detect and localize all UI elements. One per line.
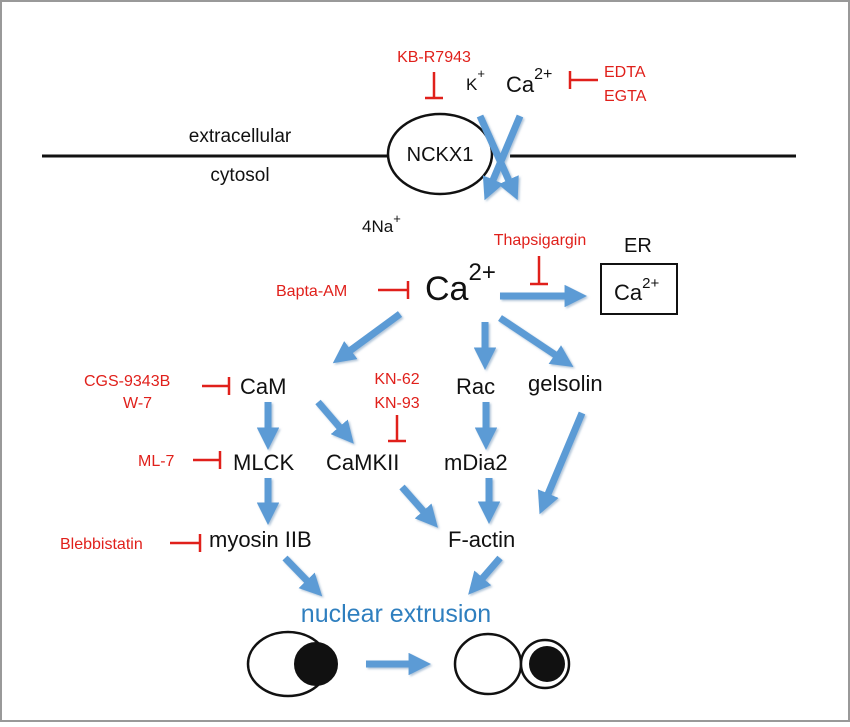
gelsolin-node: gelsolin (528, 371, 603, 396)
nckx1-label: NCKX1 (407, 144, 474, 166)
mlck-node: MLCK (233, 450, 294, 475)
arrow-ca-to-cam (332, 311, 403, 364)
ca-er-label: Ca2+ (614, 275, 659, 305)
k-ion-label: K+ (466, 66, 485, 94)
extracellular-label: extracellular (189, 126, 292, 147)
w-7-label: W-7 (123, 395, 152, 412)
arrow-myosin-to-extrusion (282, 555, 323, 597)
kn-62-label: KN-62 (374, 371, 419, 388)
blebbistatin-label: Blebbistatin (60, 536, 143, 553)
edta-egta-inhibition (568, 71, 598, 89)
ml-7-label: ML-7 (138, 453, 175, 470)
cgs-inhibition (202, 377, 231, 395)
k-ca-efflux-arrows (476, 114, 524, 201)
kb-r7943-inhibition (425, 72, 443, 100)
kn-93-label: KN-93 (374, 395, 419, 412)
myosin-iib-node: myosin IIB (209, 527, 312, 552)
cell-after (453, 632, 571, 696)
activation-arrows (256, 284, 587, 676)
na-label: 4Na+ (362, 211, 401, 236)
bapta-am-label: Bapta-AM (276, 283, 347, 300)
bapta-am-inhibition (378, 281, 410, 299)
extruded-nucleus (529, 646, 565, 682)
ca-extracellular-label: Ca2+ (506, 66, 552, 97)
kb-r7943-label: KB-R7943 (397, 49, 471, 66)
f-actin-node: F-actin (448, 527, 515, 552)
arrow-cam-to-camkii (315, 399, 354, 444)
edta-label: EDTA (604, 64, 646, 81)
er-label: ER (624, 235, 652, 257)
nckx1-exchanger (386, 112, 494, 196)
arrow-camkii-to-factin (399, 484, 438, 528)
rac-node: Rac (456, 374, 495, 399)
cytosol-label: cytosol (210, 165, 269, 186)
arrow-gelsolin-to-factin (537, 411, 586, 515)
arrow-factin-to-extrusion (468, 555, 503, 595)
nuclear-extrusion-label: nuclear extrusion (301, 600, 491, 628)
ml-7-inhibition (193, 451, 222, 469)
mdia2-node: mDia2 (444, 450, 508, 475)
ca-cytosolic-label: Ca2+ (425, 259, 496, 308)
cell-before (246, 630, 338, 698)
thapsigargin-inhibition (530, 256, 548, 286)
thapsigargin-label: Thapsigargin (494, 232, 587, 249)
egta-label: EGTA (604, 88, 647, 105)
er-box (600, 263, 678, 315)
cam-node: CaM (240, 374, 286, 399)
arrow-ca-to-gelsolin (498, 315, 574, 367)
kn-inhibition (388, 415, 406, 443)
blebbistatin-inhibition (170, 534, 202, 552)
camkii-node: CaMKII (326, 450, 399, 475)
cgs-9343b-label: CGS-9343B (84, 373, 170, 390)
